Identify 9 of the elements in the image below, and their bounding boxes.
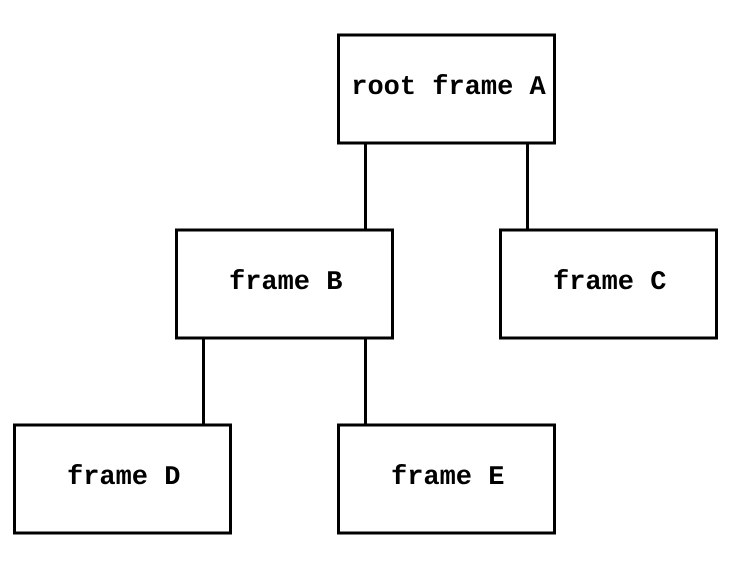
connector — [364, 338, 367, 424]
connector — [202, 338, 205, 424]
connector — [364, 142, 367, 230]
node-box: frame B — [175, 228, 394, 339]
connector — [526, 142, 529, 230]
node-box: frame C — [499, 228, 718, 339]
node-box: root frame A — [337, 33, 556, 144]
node-box: frame D — [13, 423, 232, 534]
node-box: frame E — [337, 423, 556, 534]
